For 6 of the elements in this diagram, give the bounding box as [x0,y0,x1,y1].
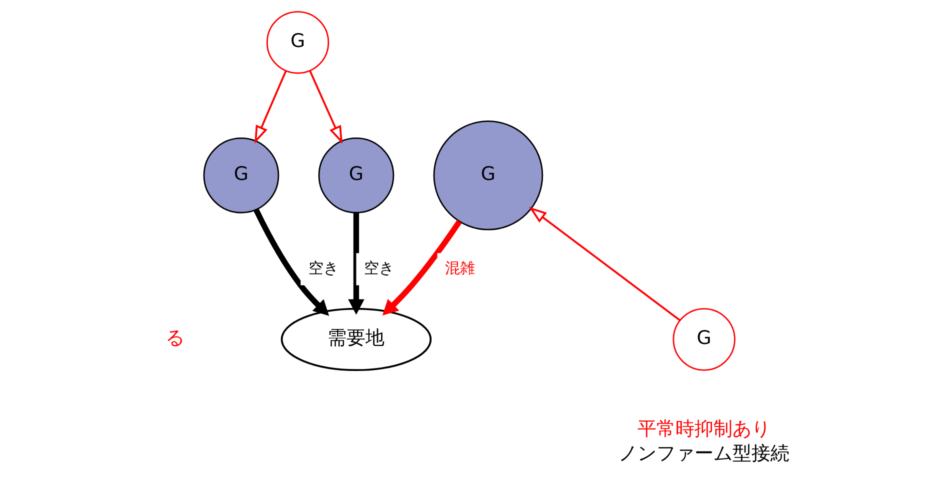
node-label: ノンファーム型接続 [618,444,789,465]
node-label: 平常時抑制あり [637,419,770,440]
edge-label: 空き [364,258,394,277]
edge-label: 空き [308,258,338,277]
edge-label: 混雑 [444,258,474,277]
label: る [165,328,184,350]
